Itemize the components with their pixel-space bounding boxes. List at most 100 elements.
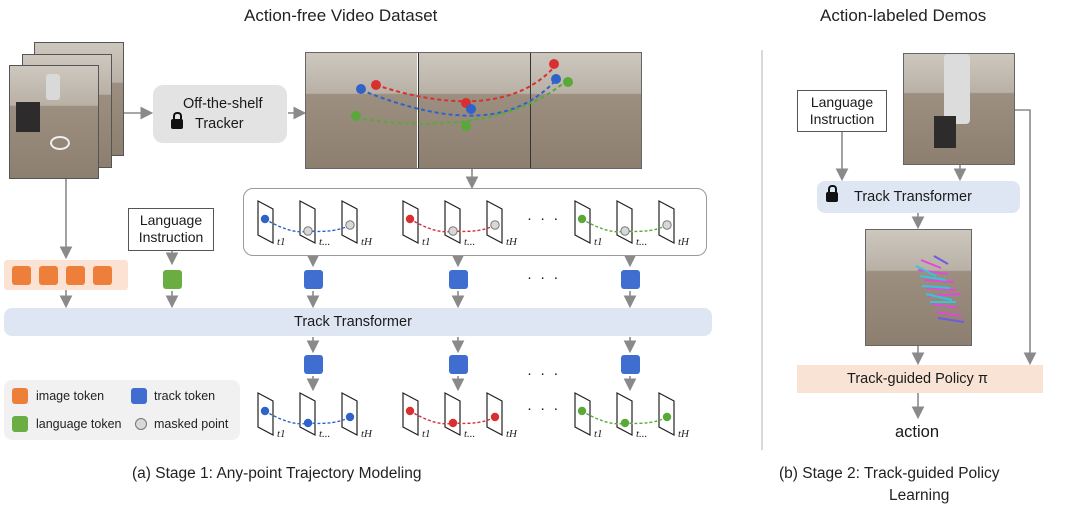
legend-image-token-swatch: [12, 388, 28, 404]
track-plane: [616, 200, 633, 244]
scene-robot-arm: [46, 74, 60, 100]
track-point: [405, 406, 415, 416]
ellipsis-bottom: · · ·: [527, 400, 561, 417]
ellipsis-top: · · ·: [527, 210, 561, 227]
masked-point: [490, 220, 500, 230]
track-point: [260, 406, 270, 416]
policy-label: Track-guided Policy π: [847, 371, 988, 387]
track-token-input-1: [304, 270, 323, 289]
time-label: t1: [422, 428, 431, 440]
legend-track-token-label: track token: [154, 389, 216, 403]
time-label: tH: [361, 236, 373, 248]
track-point: [405, 214, 415, 224]
tracker-label-line1: Off-the-shelf: [183, 96, 263, 112]
lock-icon: [171, 112, 183, 129]
track-sequence-predicted-3: t1 t... tH: [574, 392, 690, 440]
tracked-frame-3: [530, 53, 641, 168]
track-token-input-2: [449, 270, 468, 289]
time-label: tH: [678, 428, 690, 440]
track-point: [662, 412, 672, 422]
track-point: [448, 418, 458, 428]
predicted-tracks-overlay: [915, 255, 965, 323]
legend-track-token-swatch: [131, 388, 147, 404]
track-point: [345, 412, 355, 422]
image-token: [12, 266, 31, 285]
track-point: [620, 418, 630, 428]
track-token-output-1: [304, 355, 323, 374]
arrow-s2-image-to-policy: [1014, 109, 1037, 366]
legend-language-token-swatch: [12, 416, 28, 432]
track-plane: [299, 392, 316, 436]
track-sequence-predicted-2: t1 t... tH: [402, 392, 518, 440]
track-transformer-band: Track Transformer: [4, 308, 712, 336]
time-label: tH: [678, 236, 690, 248]
masked-point: [620, 226, 630, 236]
stage2-caption-line2: Learning: [889, 487, 950, 504]
s2-language-line1: Language: [810, 94, 874, 110]
stage1-caption: (a) Stage 1: Any-point Trajectory Modeli…: [132, 465, 422, 482]
track-transformer-label: Track Transformer: [294, 314, 412, 330]
masked-point: [345, 220, 355, 230]
ellipsis-output-tokens: · · ·: [527, 365, 561, 382]
tracker-label-line2: Tracker: [195, 116, 244, 132]
predicted-track-image: [865, 229, 972, 346]
time-label: t...: [319, 236, 330, 248]
time-label: t...: [464, 428, 475, 440]
s2-lock-icon: [826, 185, 838, 202]
language-line1: Language: [139, 212, 203, 228]
language-line2: Instruction: [138, 229, 204, 245]
track-plane: [299, 200, 316, 244]
track-sequence-masked-1: t1 t... tH: [257, 200, 373, 248]
track-token-output-3: [621, 355, 640, 374]
time-label: t...: [636, 428, 647, 440]
track-token-input-3: [621, 270, 640, 289]
scene-stove: [16, 102, 40, 132]
s2-transformer-label: Track Transformer: [854, 189, 972, 205]
track-plane: [444, 392, 461, 436]
s2-language-line2: Instruction: [809, 111, 875, 127]
legend-language-token-label: language token: [36, 417, 122, 431]
track-plane: [616, 392, 633, 436]
image-token: [66, 266, 85, 285]
time-label: tH: [506, 236, 518, 248]
image-token-group: [4, 260, 128, 290]
masked-point: [303, 226, 313, 236]
legend: image token track token language token m…: [4, 380, 240, 440]
time-label: t1: [277, 428, 286, 440]
time-label: t1: [422, 236, 431, 248]
stage2-title: Action-labeled Demos: [820, 6, 987, 25]
s2-language-instruction-box: Language Instruction: [797, 90, 887, 132]
time-label: tH: [506, 428, 518, 440]
legend-image-token-label: image token: [36, 389, 105, 403]
time-label: t1: [594, 236, 603, 248]
legend-masked-point-swatch: [135, 418, 147, 430]
demo-stove: [934, 116, 956, 148]
demo-robot-arm: [944, 54, 970, 124]
demo-image: [903, 53, 1015, 165]
action-output: action: [895, 423, 940, 441]
s2-track-transformer: Track Transformer: [817, 181, 1020, 213]
track-point: [260, 214, 270, 224]
time-label: t1: [594, 428, 603, 440]
masked-point: [662, 220, 672, 230]
time-label: t1: [277, 236, 286, 248]
off-the-shelf-tracker: Off-the-shelf Tracker: [153, 85, 287, 143]
language-token: [163, 270, 182, 289]
track-guided-policy: Track-guided Policy π: [797, 365, 1043, 393]
track-point: [490, 412, 500, 422]
dataset-title: Action-free Video Dataset: [244, 6, 438, 25]
tracked-point-paths: [351, 59, 573, 131]
track-token-output-2: [449, 355, 468, 374]
image-token: [39, 266, 58, 285]
scene-plate: [50, 136, 70, 150]
tracked-frames-strip: [305, 52, 642, 169]
track-plane: [444, 200, 461, 244]
video-frame-front: [9, 65, 99, 179]
masked-point: [448, 226, 458, 236]
ellipsis-tokens: · · ·: [527, 269, 561, 286]
track-point: [303, 418, 313, 428]
track-point: [577, 214, 587, 224]
